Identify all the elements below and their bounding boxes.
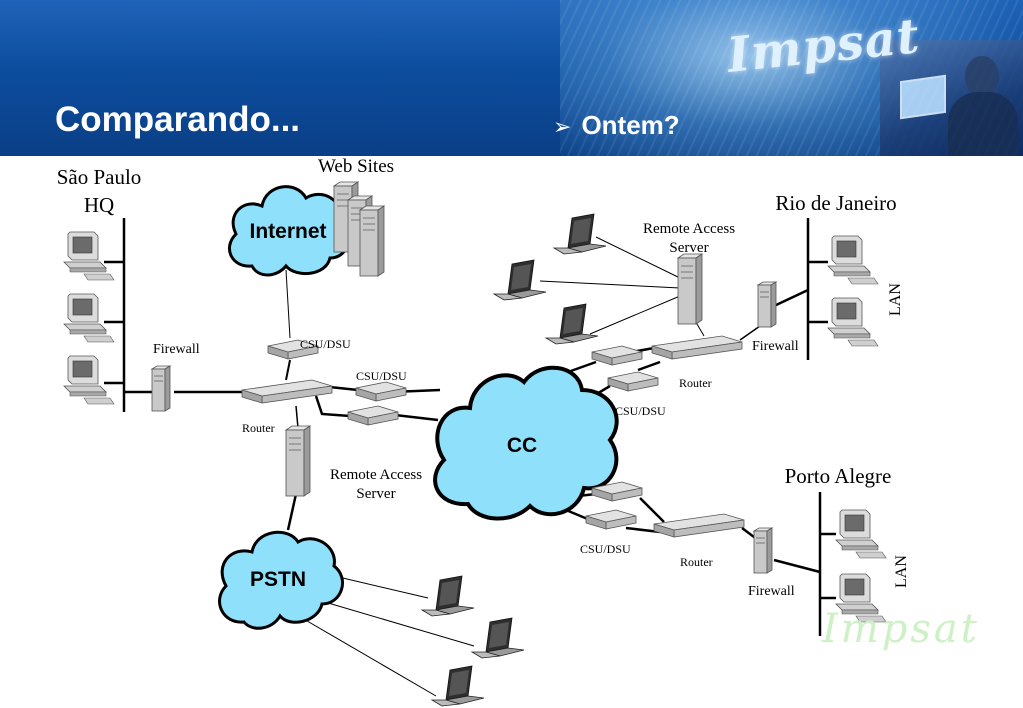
- photo-person-head: [965, 56, 999, 96]
- cloud-pstn: PSTN: [218, 530, 344, 630]
- sp-csu-1-icon: [355, 381, 407, 402]
- sp-internet-csu-label: CSU/DSU: [300, 337, 351, 351]
- cloud-cc: CC: [433, 365, 619, 521]
- sp-firewall-icon: [151, 365, 171, 412]
- sao-paulo-label: São Paulo: [57, 165, 142, 189]
- pa-csu-2-icon: [585, 509, 637, 530]
- rio-router-label: Router: [679, 376, 712, 390]
- sp-remote-access-server-icon: [285, 425, 311, 497]
- rio-csu-1-icon: [591, 345, 643, 366]
- rio-desktop-1-icon: [827, 235, 879, 285]
- sp-desktop-1-icon: [63, 231, 115, 281]
- arrow-bullet-icon: ➢: [553, 115, 572, 140]
- web-server-3-icon: [359, 205, 385, 277]
- pstn-cloud-label: PSTN: [250, 568, 306, 591]
- impsat-watermark: Impsat: [822, 606, 980, 652]
- rio-laptop-2-icon: [493, 259, 547, 301]
- pstn-laptop-2-icon: [471, 617, 525, 659]
- sp-desktop-3-icon: [63, 355, 115, 405]
- sp-csu-2-icon: [347, 405, 399, 426]
- rio-firewall-icon: [757, 281, 777, 328]
- rio-lan-label: LAN: [887, 283, 904, 316]
- cloud-internet: Internet: [228, 185, 351, 277]
- web-sites-label: Web Sites: [318, 156, 394, 177]
- sp-firewall-label: Firewall: [153, 342, 200, 357]
- pa-lan-label: LAN: [893, 555, 910, 588]
- rio-label: Rio de Janeiro: [775, 191, 896, 215]
- internet-cloud-label: Internet: [249, 220, 326, 243]
- subtitle-text: Ontem?: [581, 110, 680, 140]
- rio-firewall-label: Firewall: [752, 339, 799, 354]
- pstn-laptop-1-icon: [421, 575, 475, 617]
- slide-subtitle: ➢ Ontem?: [553, 110, 680, 141]
- porto-alegre-label: Porto Alegre: [785, 464, 892, 488]
- pstn-laptop-3-icon: [431, 665, 485, 707]
- rio-ras-label-2: Server: [669, 240, 708, 256]
- header-banner: Impsat Comparando... ➢Ontem?: [0, 0, 1023, 156]
- rio-router-icon: [651, 335, 743, 360]
- pa-firewall-label: Firewall: [748, 584, 795, 599]
- sp-desktop-2-icon: [63, 293, 115, 343]
- sp-csu-label: CSU/DSU: [356, 369, 407, 383]
- pa-router-label: Router: [680, 555, 713, 569]
- rio-laptop-1-icon: [553, 213, 607, 255]
- rio-laptop-3-icon: [545, 303, 599, 345]
- photo-person-body: [948, 92, 1018, 156]
- rio-csu-2-icon: [607, 371, 659, 392]
- pa-desktop-1-icon: [835, 509, 887, 559]
- slide-title: Comparando...: [55, 100, 301, 139]
- sp-ras-label-2: Server: [356, 486, 395, 502]
- pa-csu-label: CSU/DSU: [580, 542, 631, 556]
- pa-firewall-icon: [753, 527, 773, 574]
- rio-csu-label: CSU/DSU: [615, 404, 666, 418]
- header-photo: [880, 40, 1023, 156]
- pa-router-icon: [653, 513, 745, 538]
- rio-remote-access-server-icon: [677, 253, 703, 325]
- sp-ras-label-1: Remote Access: [330, 467, 422, 483]
- cc-cloud-label: CC: [507, 434, 537, 457]
- sp-router-label: Router: [242, 421, 275, 435]
- hq-label: HQ: [84, 193, 114, 217]
- rio-desktop-2-icon: [827, 297, 879, 347]
- rio-ras-label-1: Remote Access: [643, 221, 735, 237]
